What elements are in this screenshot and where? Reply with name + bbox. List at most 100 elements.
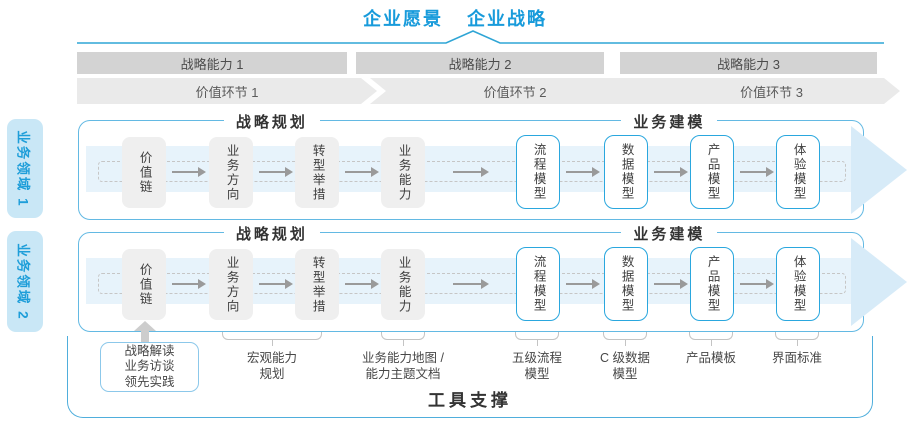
brace-data-model	[603, 332, 647, 346]
data-model-label: 数据模型	[619, 143, 634, 201]
annotation-line: 模型	[524, 367, 550, 382]
strategy-title: 企业战略	[467, 9, 547, 29]
flow-arrow-icon	[740, 167, 774, 176]
business-capability-label: 业务能力	[396, 255, 411, 314]
planning-header: 战略规划	[223, 223, 320, 244]
process-model-label: 流程模型	[531, 255, 546, 313]
business-direction-box: 业务方向	[209, 249, 253, 320]
flow-arrowhead-icon	[851, 126, 907, 214]
data-model-label: 数据模型	[619, 255, 634, 313]
flow-arrow-icon	[172, 279, 206, 288]
experience-model-label: 体验模型	[791, 143, 806, 201]
transformation-box: 转型举措	[295, 137, 339, 208]
value-chevron-1: 价值环节 1	[77, 78, 377, 104]
experience-model-box: 体验模型	[776, 135, 820, 209]
annotation-line: 业务能力地图 /	[362, 351, 444, 365]
flow-arrow-icon	[259, 279, 293, 288]
value-chain-label: 价值链	[137, 262, 152, 307]
brace-ui-standard	[775, 332, 819, 346]
flow-arrow-icon	[654, 279, 688, 288]
value-chain-box: 价值链	[122, 137, 166, 208]
annotation-line: C 级数据	[599, 351, 651, 365]
business-direction-box: 业务方向	[209, 137, 253, 208]
annotation-line: 产品模板	[685, 351, 737, 365]
experience-model-label: 体验模型	[791, 255, 806, 313]
modeling-header: 业务建模	[621, 111, 718, 132]
process-model-label: 流程模型	[531, 143, 546, 201]
flow-arrow-icon	[740, 279, 774, 288]
annotation-data-model: C 级数据 模型	[600, 350, 650, 383]
domain-tab-1: 业务领域 1	[7, 119, 43, 218]
annotation-capability-map: 业务能力地图 / 能力主题文档	[362, 350, 444, 383]
value-chain-label: 价值链	[137, 150, 152, 195]
data-model-box: 数据模型	[604, 135, 648, 209]
flow-arrow-icon	[259, 167, 293, 176]
annotation-ui-standard: 界面标准	[772, 350, 822, 366]
planning-header: 战略规划	[223, 111, 320, 132]
annotation-process-model: 五级流程 模型	[512, 350, 562, 383]
flow-arrow-icon	[453, 167, 489, 176]
annotation-line: 宏观能力	[246, 351, 298, 365]
value-chevron-row: 价值环节 1 价值环节 2 价值环节 3	[77, 78, 910, 104]
capability-bar-1: 战略能力 1	[77, 52, 347, 74]
up-arrow-icon	[134, 321, 156, 342]
annotation-line: 模型	[612, 367, 638, 382]
practice-line-2: 业务访谈	[124, 359, 175, 374]
flow-arrow-icon	[453, 279, 489, 288]
process-model-box: 流程模型	[516, 247, 560, 321]
annotation-product-template: 产品模板	[686, 350, 736, 366]
brace-product-template	[689, 332, 733, 346]
practice-line-3: 领先实践	[124, 374, 175, 389]
annotation-macro-capability: 宏观能力 规划	[247, 350, 297, 383]
tool-support-container: 工具支撑	[67, 336, 873, 418]
practice-box: 战略解读 业务访谈 领先实践	[100, 342, 199, 392]
transformation-label: 转型举措	[310, 143, 325, 202]
domain-panel-1: 战略规划 业务建模 价值链 业务方向 转型举措 业务能力 流程模型 数据模型 产…	[78, 111, 907, 220]
business-capability-box: 业务能力	[381, 137, 425, 208]
flow-arrow-icon	[345, 279, 379, 288]
value-chevron-2: 价值环节 2	[370, 78, 650, 104]
value-chain-box: 价值链	[122, 249, 166, 320]
vision-title: 企业愿景	[363, 9, 443, 29]
annotation-line: 规划	[259, 367, 285, 382]
business-direction-label: 业务方向	[224, 143, 239, 202]
brace-capability-map	[381, 332, 425, 346]
business-capability-label: 业务能力	[396, 143, 411, 202]
modeling-header: 业务建模	[621, 223, 718, 244]
product-model-box: 产品模型	[690, 247, 734, 321]
annotation-line: 五级流程	[511, 351, 563, 365]
page-title: 企业愿景 企业战略	[0, 5, 910, 31]
data-model-box: 数据模型	[604, 247, 648, 321]
process-model-box: 流程模型	[516, 135, 560, 209]
flow-arrow-icon	[345, 167, 379, 176]
dashed-track	[98, 161, 846, 182]
tool-support-label: 工具支撑	[428, 391, 512, 410]
flow-arrow-icon	[654, 167, 688, 176]
flow-arrow-icon	[566, 167, 600, 176]
capability-bar-row: 战略能力 1 战略能力 2 战略能力 3	[77, 52, 877, 74]
value-chevron-3: 价值环节 3	[633, 78, 900, 104]
transformation-box: 转型举措	[295, 249, 339, 320]
practice-line-1: 战略解读	[124, 344, 175, 359]
brace-macro-capability	[222, 332, 322, 346]
brace-process-model	[515, 332, 559, 346]
capability-bar-3: 战略能力 3	[620, 52, 877, 74]
annotation-line: 界面标准	[771, 351, 823, 365]
experience-model-box: 体验模型	[776, 247, 820, 321]
domain-tab-2: 业务领域 2	[7, 231, 43, 332]
product-model-label: 产品模型	[705, 255, 720, 313]
flow-arrowhead-icon	[851, 238, 907, 326]
business-direction-label: 业务方向	[224, 255, 239, 314]
dashed-track	[98, 273, 846, 294]
domain-panel-2: 战略规划 业务建模 价值链 业务方向 转型举措 业务能力 流程模型 数据模型 产…	[78, 223, 907, 332]
domain-tab-2-label: 业务领域 2	[16, 242, 32, 321]
flow-arrow-icon	[566, 279, 600, 288]
product-model-box: 产品模型	[690, 135, 734, 209]
transformation-label: 转型举措	[310, 255, 325, 314]
domain-tab-1-label: 业务领域 1	[16, 129, 32, 208]
flow-arrow-icon	[172, 167, 206, 176]
capability-bar-2: 战略能力 2	[356, 52, 604, 74]
annotation-line: 能力主题文档	[365, 367, 441, 382]
business-capability-box: 业务能力	[381, 249, 425, 320]
